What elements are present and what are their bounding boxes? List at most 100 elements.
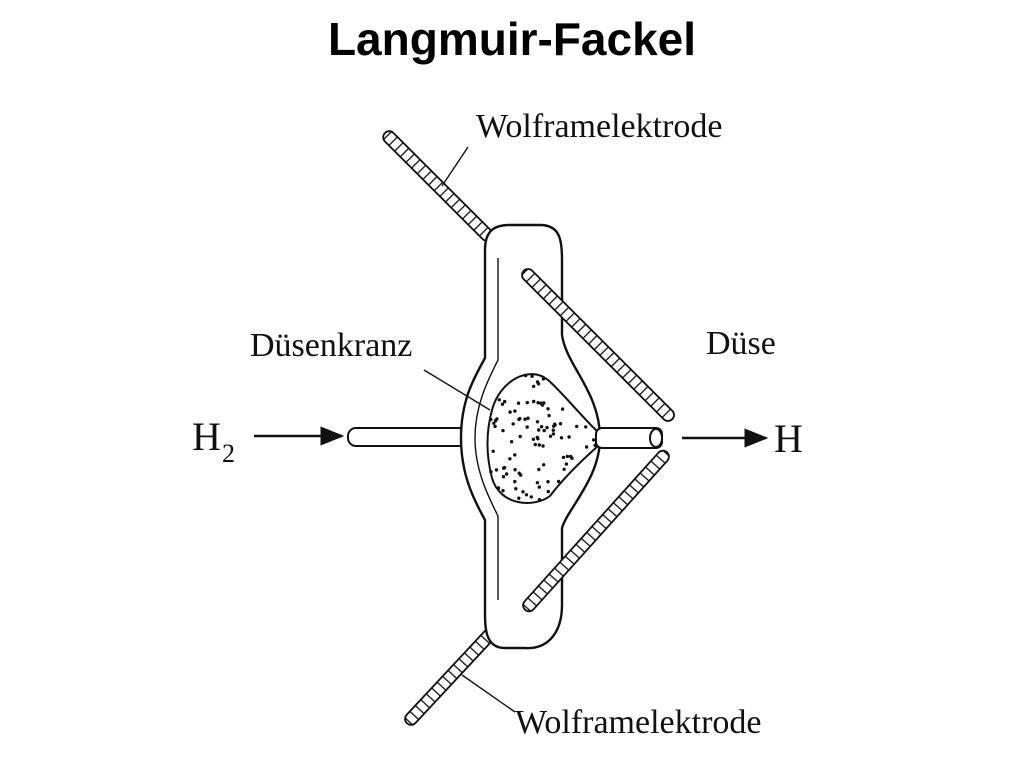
- label-nozzle-ring: Düsenkranz: [250, 327, 412, 364]
- label-electrode-bottom: Wolframelektrode: [515, 704, 761, 741]
- stipple-dot: [541, 444, 545, 448]
- stipple-dot: [548, 434, 553, 438]
- stipple-dot: [535, 420, 540, 424]
- stipple-dot: [537, 498, 542, 502]
- stipple-dot: [547, 413, 551, 418]
- stipple-dot: [539, 425, 544, 429]
- tungsten-electrode-bottom: [404, 624, 500, 726]
- leader-line-electrode-bottom: [461, 674, 516, 713]
- h2-inlet-tube: [347, 427, 467, 447]
- stipple-dot: [569, 454, 573, 459]
- stipple-dot: [513, 453, 517, 457]
- stipple-dot: [491, 449, 495, 453]
- stipple-dot: [537, 443, 541, 447]
- nozzle-tube: [595, 427, 663, 449]
- stipple-dot: [524, 493, 529, 497]
- stipple-dot: [500, 402, 505, 406]
- stipple-dot: [501, 489, 505, 493]
- stipple-dot: [497, 398, 501, 402]
- stipple-dot: [516, 401, 521, 405]
- stipple-dot: [535, 481, 540, 485]
- stipple-dot: [537, 467, 541, 472]
- stipple-dot: [559, 436, 564, 440]
- stipple-dot: [508, 457, 512, 461]
- stipple-dot: [591, 438, 596, 442]
- stipple-dot: [546, 489, 550, 494]
- stipple-dot: [525, 400, 529, 405]
- stipple-dot: [489, 470, 493, 474]
- stipple-dot: [533, 442, 537, 447]
- stipple-dot: [501, 428, 505, 433]
- stipple-dot: [558, 422, 563, 426]
- stipple-dot: [556, 479, 561, 484]
- stipple-dot: [562, 467, 566, 471]
- tungsten-electrode-right-lower: [522, 449, 670, 613]
- stipple-dot: [560, 407, 565, 411]
- stipple-dot: [524, 373, 528, 378]
- stipple-dot: [540, 403, 545, 407]
- stipple-dot: [546, 407, 550, 411]
- stipple-dot: [521, 490, 525, 494]
- stipple-dot: [509, 440, 514, 444]
- stipple-dot: [565, 454, 570, 459]
- stipple-dot: [584, 425, 588, 429]
- stipple-dot: [517, 471, 521, 475]
- stipple-dot: [536, 401, 540, 405]
- nozzle-ring: [486, 373, 599, 504]
- stipple-dot: [551, 432, 556, 436]
- stipple-dot: [493, 424, 497, 429]
- tungsten-electrode-top: [382, 130, 494, 242]
- stipple-dot: [511, 422, 515, 426]
- stipple-dot: [501, 475, 506, 479]
- stipple-dot: [553, 422, 557, 426]
- stipple-dot: [513, 468, 517, 472]
- leader-line-nozzle-ring: [423, 369, 491, 411]
- stipple-dot: [537, 485, 541, 489]
- stipple-dot: [551, 428, 555, 432]
- stipple-dot: [489, 417, 493, 422]
- stipple-dot: [513, 409, 517, 413]
- label-electrode-top: Wolframelektrode: [476, 108, 722, 145]
- label-nozzle: Düse: [706, 325, 776, 362]
- diagram-title: Langmuir-Fackel: [327, 13, 697, 65]
- stipple-dot: [518, 434, 522, 439]
- stipple-dot: [493, 419, 498, 423]
- stipple-dot: [546, 480, 550, 484]
- stipple-dot: [523, 417, 527, 421]
- stipple-dot: [561, 455, 566, 460]
- stipple-dot: [541, 377, 546, 381]
- leader-line-electrode-top: [441, 146, 469, 187]
- stipple-dot: [537, 428, 541, 432]
- label-output-gas: H: [774, 416, 803, 461]
- stipple-dot: [531, 384, 536, 389]
- stipple-dot: [494, 468, 499, 472]
- stipple-dot: [530, 374, 534, 378]
- label-input-gas: H: [192, 414, 221, 459]
- stipple-dot: [542, 463, 546, 467]
- stipple-dot: [542, 428, 546, 433]
- stipple-dot: [508, 410, 512, 414]
- stipple-dot: [514, 487, 518, 491]
- stipple-dot: [504, 472, 509, 476]
- stipple-dot: [496, 486, 500, 490]
- stipple-dot: [503, 399, 507, 404]
- stipple-dot: [567, 435, 571, 439]
- stipple-dot: [525, 425, 529, 429]
- stipple-dot: [517, 496, 521, 500]
- stipple-dot: [518, 416, 522, 421]
- stipple-dot: [535, 380, 540, 384]
- stipple-dot: [545, 425, 549, 430]
- stipple-dot: [564, 462, 569, 466]
- stipple-dot: [532, 399, 536, 404]
- stipple-dot: [535, 435, 539, 440]
- stipple-dot: [502, 465, 507, 470]
- stipple-dot: [584, 445, 589, 449]
- stipple-dot: [575, 424, 579, 429]
- stipple-dot: [531, 437, 536, 441]
- stipple-dot: [492, 421, 496, 425]
- label-input-gas-subscript: 2: [222, 439, 235, 468]
- stipple-dot: [529, 495, 533, 499]
- stipple-dot: [513, 479, 517, 484]
- stipple-dot: [526, 416, 530, 420]
